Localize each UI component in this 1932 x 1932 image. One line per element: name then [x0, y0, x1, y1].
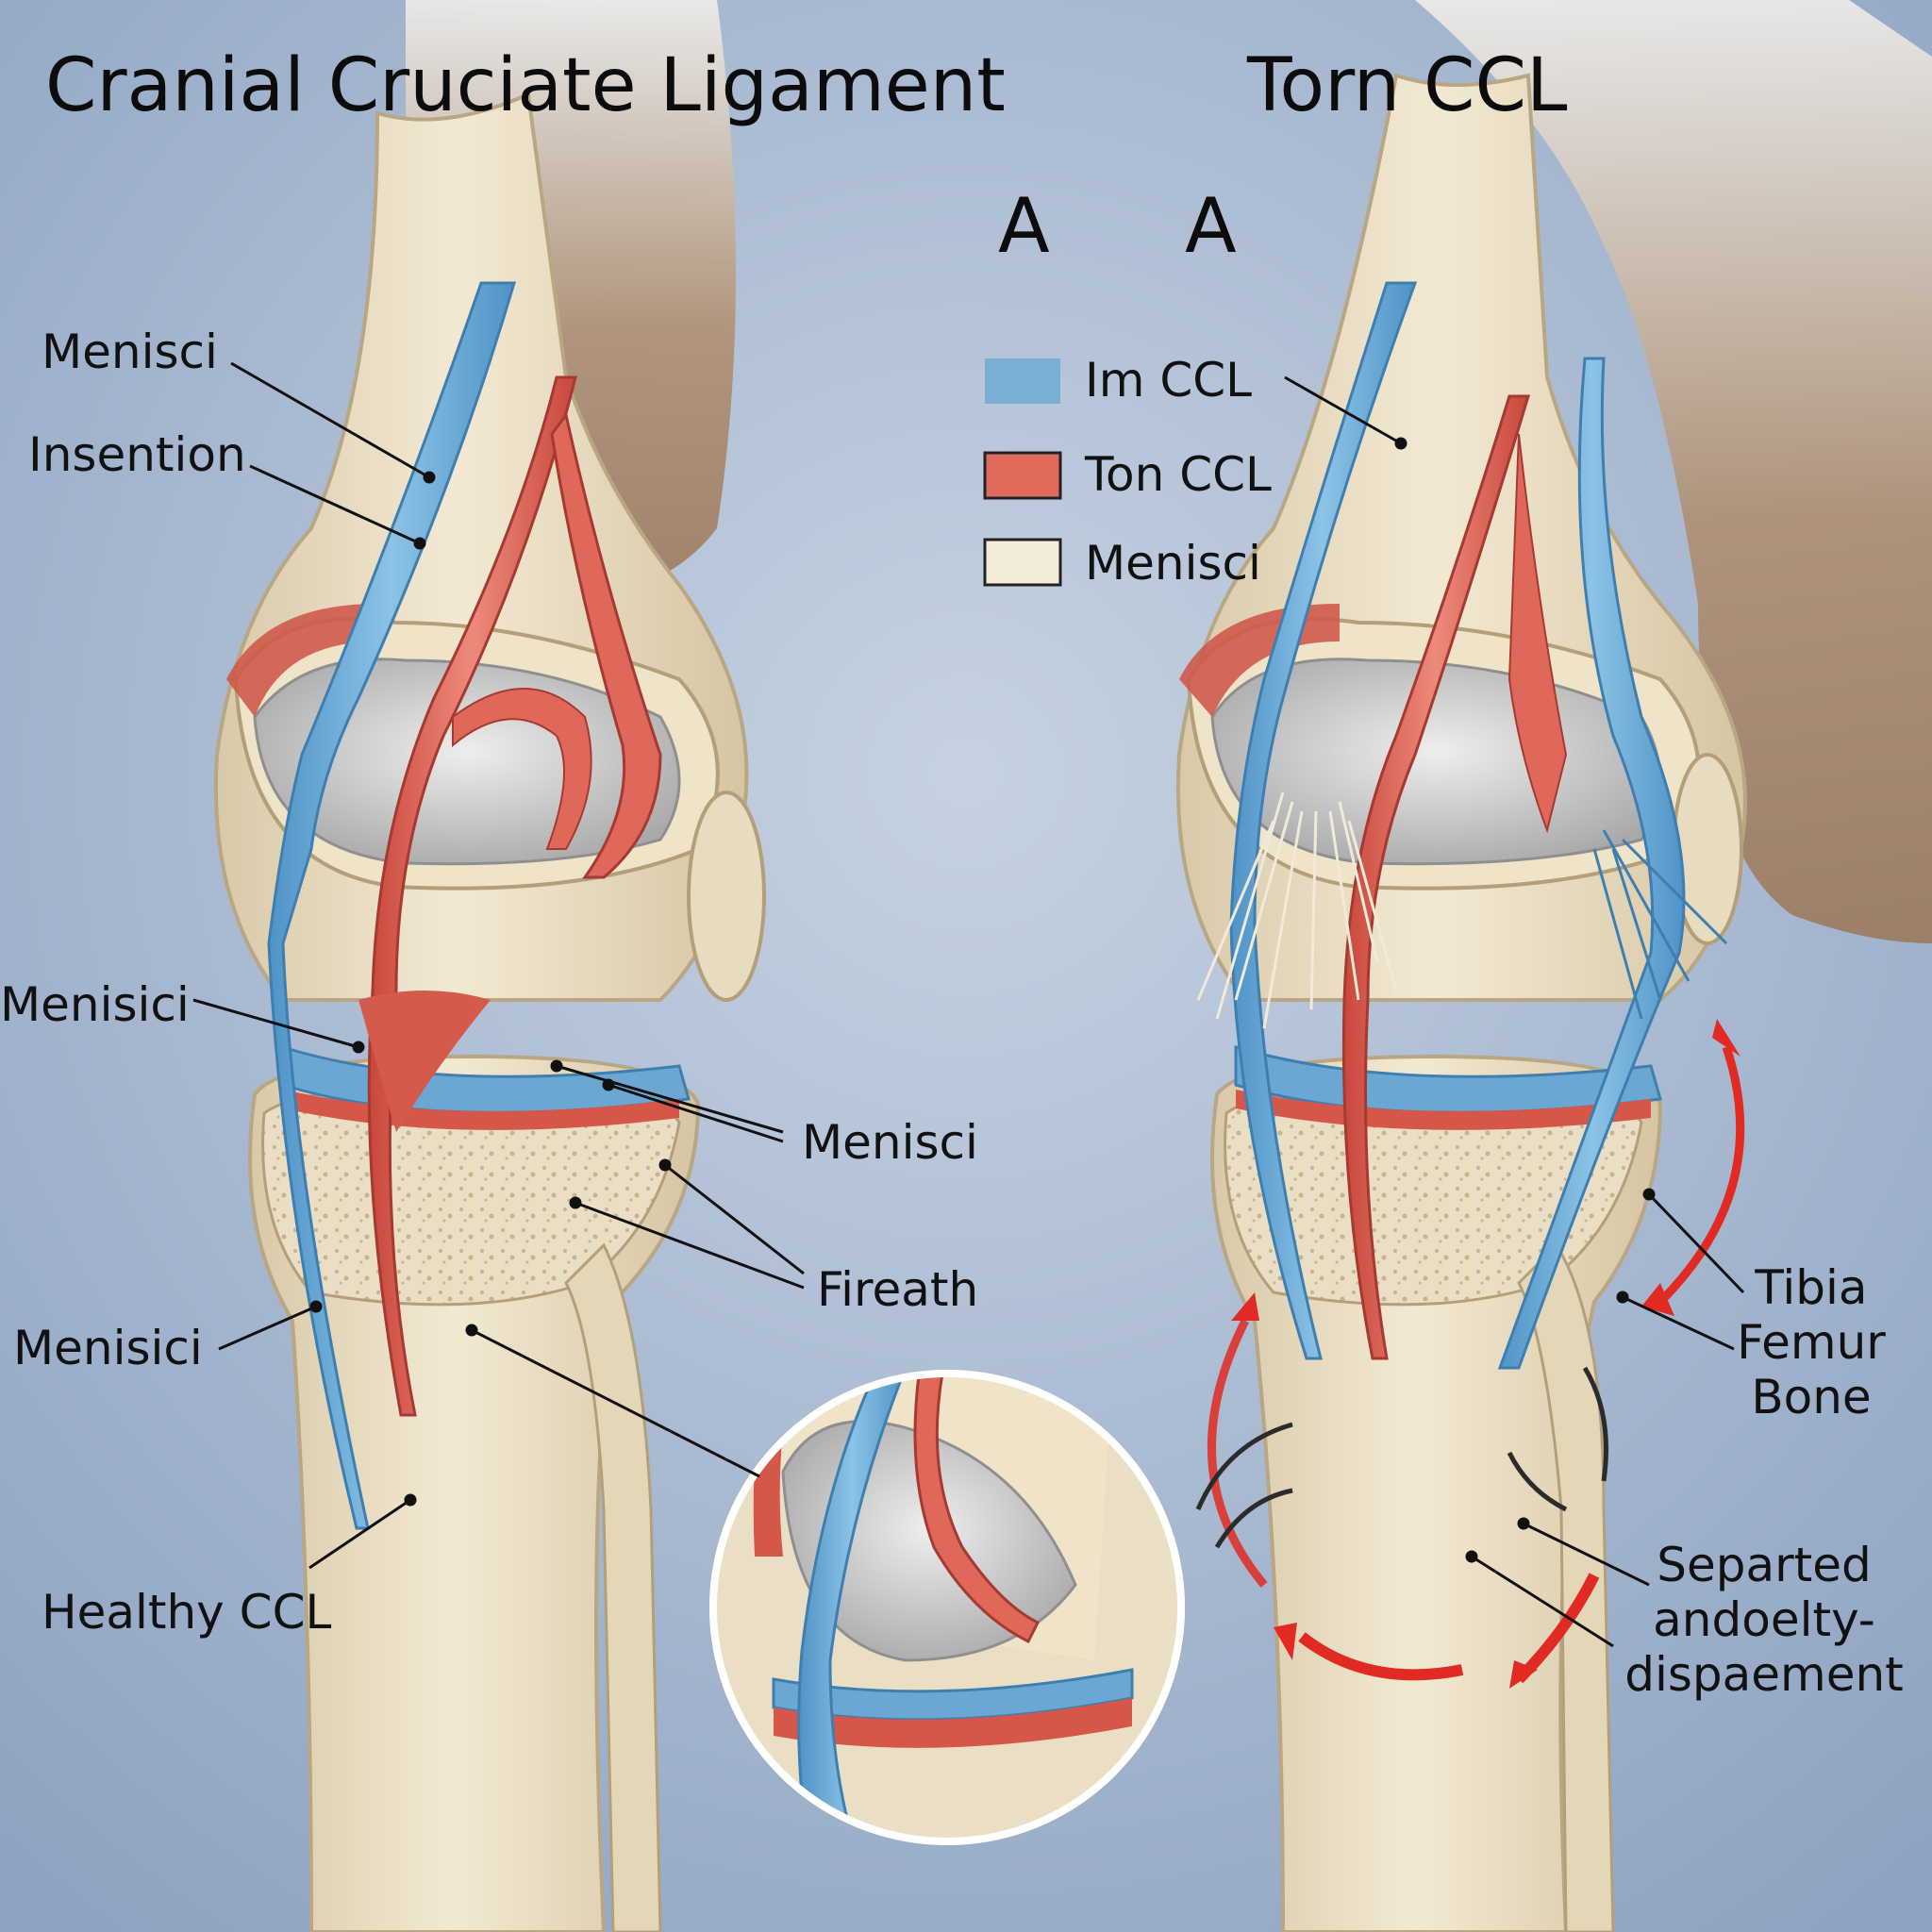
right-knee	[1175, 0, 1932, 1932]
label-separated-displacement: Separted andoelty- dispaement	[1613, 1538, 1915, 1702]
left-title: Cranial Cruciate Ligament	[45, 43, 1006, 128]
label-tibia-femur-bone: Tibia Femur Bone	[1736, 1260, 1887, 1424]
label-menisici-low: Menisici	[13, 1321, 203, 1375]
detail-inset	[709, 1370, 1185, 1845]
label-bone: Bone	[1751, 1370, 1872, 1424]
legend-swatches	[983, 358, 1062, 587]
label-tibia: Tibia	[1755, 1260, 1868, 1315]
legend-label-intact: Im CCL	[1085, 353, 1253, 408]
label-menisci-top: Menisci	[42, 325, 218, 379]
label-healthy-ccl: Healthy CCL	[42, 1585, 332, 1640]
label-femur: Femur	[1737, 1315, 1886, 1370]
label-menisici-mid: Menisici	[0, 977, 190, 1032]
label-separated-2: andoelty-	[1653, 1592, 1875, 1647]
label-menisci-right: Menisci	[802, 1115, 978, 1170]
legend-label-menisci: Menisci	[1085, 536, 1261, 591]
legend-label-torn: Ton CCL	[1085, 447, 1272, 502]
label-separated-1: Separted	[1657, 1538, 1872, 1592]
label-separated-3: dispaement	[1624, 1647, 1904, 1702]
right-title: Torn CCL	[1247, 43, 1568, 128]
panel-letter-left: A	[998, 182, 1050, 270]
label-insention: Insention	[28, 427, 246, 482]
left-knee	[213, 0, 766, 1932]
callout-lines	[192, 361, 1745, 1648]
label-fireath: Fireath	[817, 1262, 979, 1317]
panel-letter-right: A	[1185, 182, 1237, 270]
displacement-arrows	[1195, 1019, 1745, 1689]
